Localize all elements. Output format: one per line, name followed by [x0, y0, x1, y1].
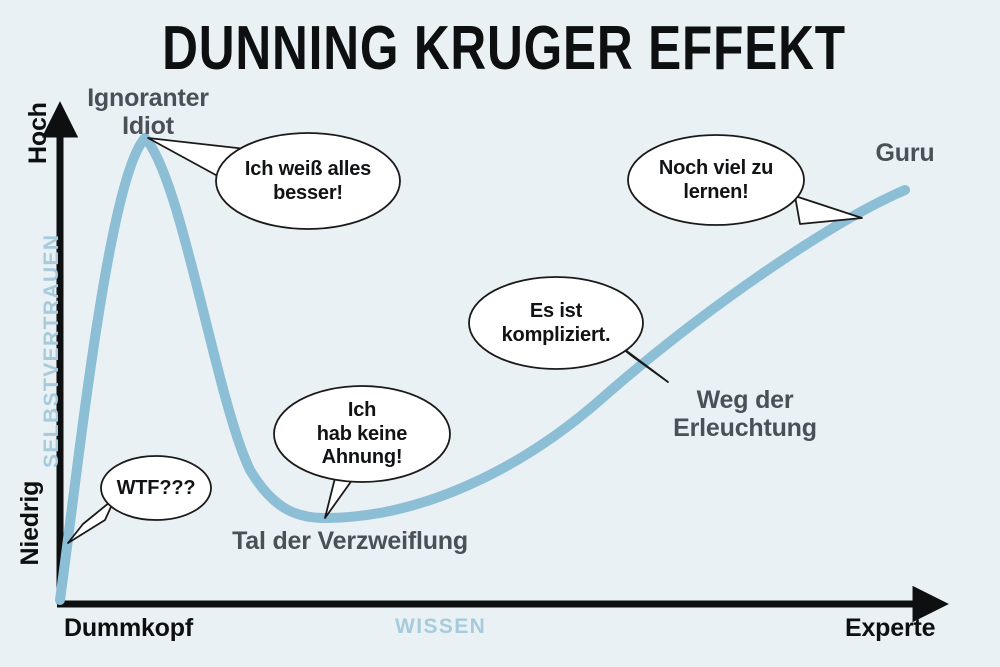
region-label-weg-der-erleuchtung: Weg der Erleuchtung — [673, 386, 817, 442]
bubble-tail — [67, 497, 116, 544]
y-axis-title: SELBSTVERTRAUEN — [39, 233, 63, 469]
speech-bubble-text-ich-hab-keine-ahnung: Ich hab keine Ahnung! — [316, 399, 408, 469]
speech-bubble-noch-viel-zu-lernen — [627, 134, 863, 226]
bubble-body — [100, 455, 212, 521]
speech-bubble-es-ist-kompliziert — [468, 276, 669, 383]
bubble-tail — [794, 195, 863, 225]
speech-bubble-ich-hab-keine-ahnung — [273, 385, 451, 519]
region-label-tal-der-verzweiflung: Tal der Verzweiflung — [232, 527, 468, 555]
page-title: DUNNING KRUGER EFFEKT — [162, 14, 846, 83]
speech-bubble-text-es-ist-kompliziert: Es ist kompliziert. — [501, 300, 611, 346]
bubble-body — [273, 385, 451, 483]
speech-bubble-text-wtf: WTF??? — [116, 477, 196, 499]
speech-bubble-ich-weiss-alles-besser — [147, 132, 401, 230]
x-axis-end-label: Experte — [845, 614, 936, 642]
speech-bubble-wtf — [67, 455, 212, 544]
y-axis-high-label: Hoch — [23, 102, 52, 164]
region-label-ignoranter-idiot: Ignoranter Idiot — [87, 84, 209, 140]
x-axis-title: WISSEN — [395, 615, 487, 638]
y-axis-low-label: Niedrig — [15, 480, 44, 566]
region-label-guru: Guru — [875, 139, 935, 167]
speech-bubble-text-noch-viel-zu-lernen: Noch viel zu lernen! — [658, 157, 774, 203]
bubble-body — [468, 276, 644, 370]
bubble-body — [215, 132, 401, 230]
dunning-kruger-curve — [55, 133, 910, 605]
bubble-body — [627, 134, 805, 226]
x-axis-start-label: Dummkopf — [64, 614, 193, 642]
speech-bubble-text-ich-weiss-alles-besser: Ich weiß alles besser! — [244, 158, 372, 204]
